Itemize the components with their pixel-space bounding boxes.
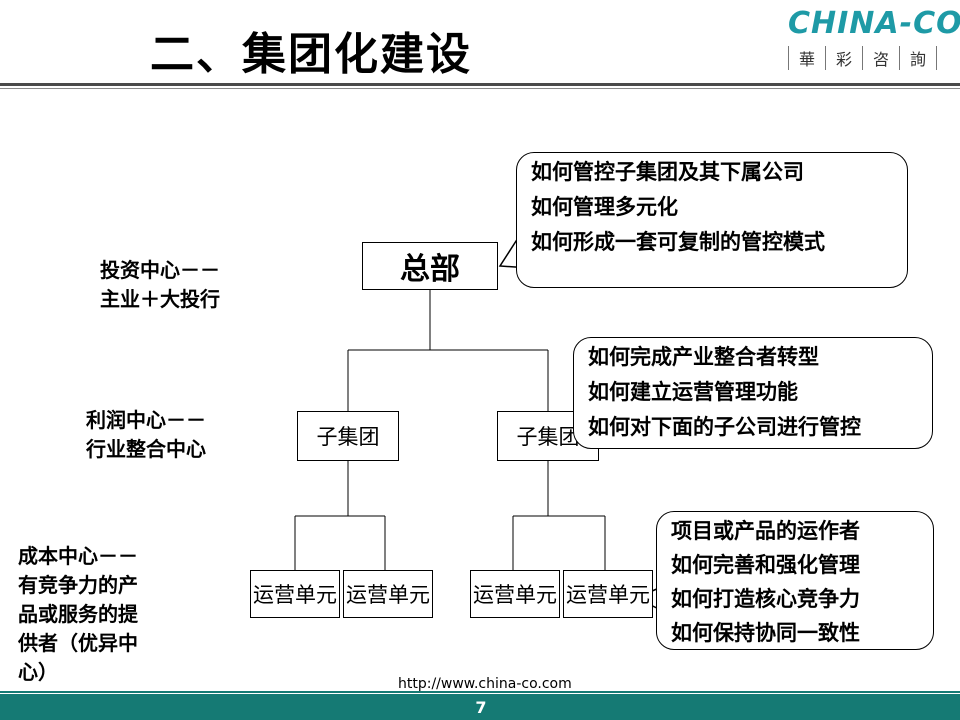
logo-char: 詢 (899, 46, 937, 70)
sub-group-node: 子集团 (297, 411, 399, 461)
callout-operating-unit: 项目或产品的运作者 如何完善和强化管理 如何打造核心竞争力 如何保持协同一致性 (656, 511, 934, 650)
side-label-line: 成本中心－－ (18, 544, 138, 568)
callout-line: 如何建立运营管理功能 (588, 380, 798, 404)
side-label-line: 心） (18, 660, 58, 684)
footer-url[interactable]: http://www.china-co.com (398, 676, 572, 692)
header-rule (0, 83, 960, 86)
side-label-line: 品或服务的提 (18, 602, 138, 626)
callout-line: 如何完善和强化管理 (671, 553, 860, 577)
headquarters-node: 总部 (362, 242, 498, 290)
side-label-line: 投资中心－－ (100, 258, 220, 282)
callout-line: 如何管理多元化 (531, 195, 678, 219)
operating-unit-node: 运营单元 (563, 570, 653, 618)
operating-unit-node: 运营单元 (250, 570, 340, 618)
page-number: 7 (475, 698, 487, 717)
logo-chinese-name: 華彩咨詢 (788, 46, 937, 70)
side-label-line: 主业＋大投行 (100, 287, 220, 311)
operating-unit-node: 运营单元 (470, 570, 560, 618)
slide-title: 二、集团化建设 (150, 29, 472, 80)
callout-line: 如何保持协同一致性 (671, 621, 860, 645)
china-co-logo: CHINA-CO 華彩咨詢 (788, 6, 960, 70)
header-rule-thin (0, 88, 960, 89)
side-label-cost-center: 成本中心－－ 有竞争力的产 品或服务的提 供者（优异中 心） (18, 542, 138, 687)
footer-rule (0, 691, 960, 693)
footer-bar (0, 694, 960, 720)
side-label-profit-center: 利润中心－－ 行业整合中心 (86, 406, 206, 464)
logo-brand: CHINA-CO (788, 6, 960, 41)
callout-line: 如何管控子集团及其下属公司 (531, 160, 804, 184)
callout-line: 如何完成产业整合者转型 (588, 345, 819, 369)
logo-char: 彩 (825, 46, 862, 70)
side-label-investment-center: 投资中心－－ 主业＋大投行 (100, 256, 220, 314)
callout-line: 项目或产品的运作者 (671, 519, 860, 543)
logo-char: 咨 (862, 46, 899, 70)
logo-char: 華 (788, 46, 825, 70)
side-label-line: 利润中心－－ (86, 408, 206, 432)
callout-headquarters: 如何管控子集团及其下属公司 如何管理多元化 如何形成一套可复制的管控模式 (516, 152, 908, 288)
callout-line: 如何打造核心竞争力 (671, 587, 860, 611)
callout-sub-group: 如何完成产业整合者转型 如何建立运营管理功能 如何对下面的子公司进行管控 (573, 337, 933, 449)
side-label-line: 供者（优异中 (18, 631, 138, 655)
side-label-line: 有竞争力的产 (18, 573, 138, 597)
callout-line: 如何形成一套可复制的管控模式 (531, 230, 825, 254)
operating-unit-node: 运营单元 (343, 570, 433, 618)
side-label-line: 行业整合中心 (86, 437, 206, 461)
callout-line: 如何对下面的子公司进行管控 (588, 415, 861, 439)
